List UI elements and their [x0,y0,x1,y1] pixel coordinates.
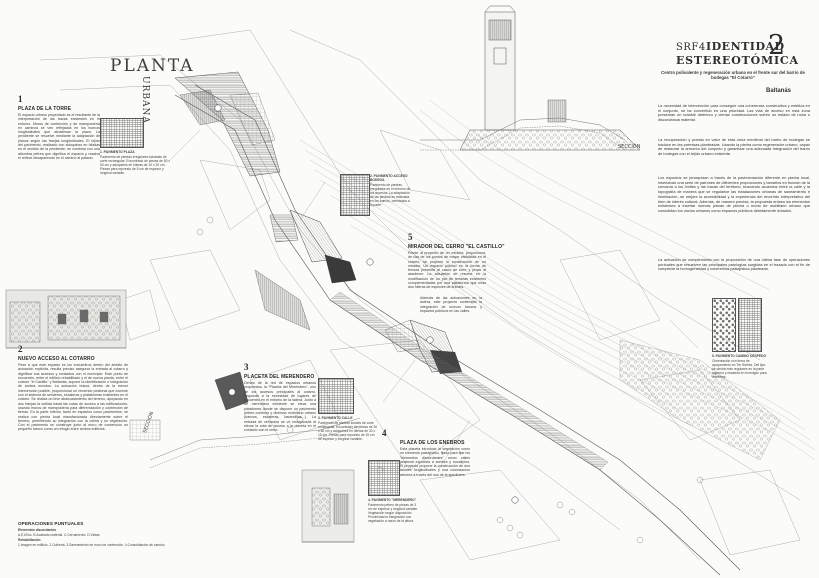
photo-cotarro [5,289,127,349]
caption-camino-title: 5. PAVIMENTO CAMINO CÉSPEDO [712,354,767,358]
caption-plaza-title: 1. PAVIMENTO PLAZA [100,150,135,154]
right-paragraph-1: La necesidad de intervención para conseg… [658,103,810,123]
header-author: Baltanás [766,88,792,94]
section-2-number: 2 [18,344,23,354]
numbered-markers [214,104,519,504]
section-5-number: 5 [408,232,413,242]
caption-acceso-body: Pavimento de piedras irregulares en el e… [370,183,411,207]
section-1-body: El espacio urbano proyectado es el resul… [18,113,100,160]
operaciones-line-3: Rehabilitación [18,538,41,542]
photo-enebros [301,469,355,543]
built-block [289,209,343,263]
operaciones-line-1: Elementos discordantes [18,528,57,532]
east-slope [619,339,781,461]
plan-subtitle: URBANA [140,76,150,124]
section-1-number: 1 [18,94,23,104]
leader-lines [169,129,699,471]
section-3-heading: PLACETA DEL MERENDERO [244,374,315,380]
section-2-body: Pese a que este espacio es los encuentro… [18,363,128,432]
caption-merendero-body: Pavimento pétreo de piezas de 3 cm de es… [368,503,419,523]
caption-merendero-title: 4. PAVIMENTO "MERENDERO" [368,498,417,502]
caption-camino-body: Cimentación con tierra de apoyamiento en… [712,359,767,379]
section-4-number: 4 [382,428,387,438]
caption-calle-title: 3. PAVIMENTO CALLE [318,416,353,420]
caption-acceso-title: 2. PAVIMENTO ACCESO BODEGA [370,174,408,182]
section-5-heading: MIRADOR DEL CERRO "EL CASTILLO" [408,244,505,250]
caption-calle-body: Pavimento de piedras locales de corte re… [318,421,378,441]
swatch-camino [712,298,736,352]
header-number: 2 [768,30,786,61]
caption-plaza-body: Pavimento de piedras irregulares labrada… [100,155,171,175]
section-2-heading: NUEVO ACCESO AL COTARRO [18,356,95,362]
right-paragraph-2: La recuperación y puesta en valor de est… [658,137,810,157]
section-label-top: SECCIÓN [618,144,641,150]
operaciones-line-4: 1.Imagen en edificio. 2.Cubierta. 3.Sane… [18,543,166,547]
section-drawing [420,99,626,151]
street-paving [329,291,609,471]
swatch-merendero [368,460,400,496]
operaciones-title: OPERACIONES PUNTUALES [18,521,84,526]
swatch-camino-2 [738,298,762,352]
extra-note: Además de las actuaciones en la ladera, … [420,296,482,313]
lower-section [149,417,361,469]
right-paragraph-4: La actuación se complementa con la propo… [658,257,810,272]
section-3-body: Dentro de la red de espacios urbanos pro… [244,381,316,433]
header-subtitle: Centro polivalente y regeneración urbana… [661,70,805,80]
section-5-body: Frente al proyecto de un mirador, propor… [408,251,486,290]
plan-title: PLANTA [110,56,195,76]
header-title-a: IDENTIDAD [706,40,785,53]
church-tower [459,5,641,151]
swatch-acceso [340,174,370,216]
section-3-number: 3 [244,362,249,372]
parcel-lines [39,29,801,561]
header-code: SRF4 [676,42,706,53]
section-4-heading: PLAZA DE LOS ENEBROS [400,440,465,446]
operaciones-line-2: A.E1/Esc. B.Acabado material. C.Cerramie… [18,533,100,537]
section-4-body: Esta placeta introduce la vegetación com… [400,447,470,477]
section-1-heading: PLAZA DE LA TORRE [18,106,72,112]
swatch-plaza [100,118,144,148]
right-paragraph-3: Los espacios se jerarquizan a través de … [658,175,810,213]
swatch-calle [318,378,354,414]
header-title-b: ESTEREOTÓMICA [676,54,799,67]
